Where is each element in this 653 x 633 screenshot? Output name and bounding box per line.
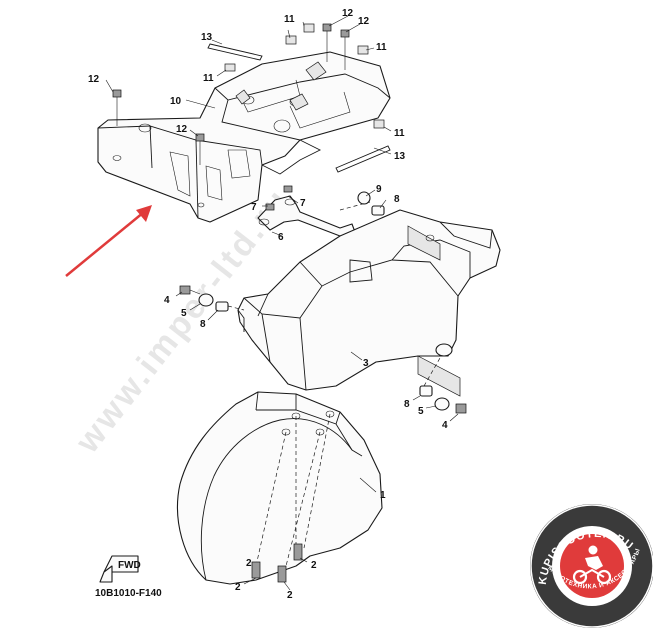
left-fasteners xyxy=(179,285,245,312)
callout-labels: 11 12 12 13 11 11 12 10 12 11 13 9 8 7 7… xyxy=(88,8,448,601)
callout-6: 6 xyxy=(278,232,284,243)
front-fender-bolts xyxy=(251,543,303,583)
right-fasteners xyxy=(419,357,467,414)
callout-3: 3 xyxy=(363,358,369,369)
callout-12: 12 xyxy=(342,8,354,19)
callout-13: 13 xyxy=(201,32,213,43)
callout-12: 12 xyxy=(358,16,370,27)
callout-11: 11 xyxy=(376,42,387,53)
callout-2: 2 xyxy=(246,558,252,569)
fwd-direction-icon: FWD xyxy=(99,555,141,583)
callout-4: 4 xyxy=(164,295,170,306)
callout-11: 11 xyxy=(203,73,214,84)
front-fender-part xyxy=(177,391,383,585)
callout-12: 12 xyxy=(88,74,100,85)
callout-2: 2 xyxy=(311,560,317,571)
leader-lines xyxy=(105,15,459,591)
rear-tray-part xyxy=(97,51,391,223)
callout-2: 2 xyxy=(235,582,241,593)
callout-5: 5 xyxy=(418,406,424,417)
callout-1: 1 xyxy=(380,490,386,501)
callout-8: 8 xyxy=(394,194,400,205)
callout-9: 9 xyxy=(376,184,382,195)
callout-2: 2 xyxy=(287,590,293,601)
callout-11: 11 xyxy=(284,14,295,25)
rear-fender-part xyxy=(237,209,501,397)
callout-13: 13 xyxy=(394,151,406,162)
callout-8: 8 xyxy=(200,319,206,330)
fwd-label: FWD xyxy=(118,560,141,571)
callout-11: 11 xyxy=(394,128,405,139)
strap-bands xyxy=(207,43,391,173)
callout-12: 12 xyxy=(176,124,188,135)
callout-7: 7 xyxy=(251,202,257,213)
callout-8: 8 xyxy=(404,399,410,410)
callout-5: 5 xyxy=(181,308,187,319)
tray-bolts xyxy=(112,23,385,165)
kupiscooter-badge: KUPISCOOTER.RU МОТОТЕХНИКА И АКСЕССУАРЫ xyxy=(530,504,653,628)
callout-7: 7 xyxy=(300,198,306,209)
callout-10: 10 xyxy=(170,96,182,107)
pointer-arrow xyxy=(65,205,152,277)
drawing-code: 10B1010-F140 xyxy=(95,588,162,599)
callout-4: 4 xyxy=(442,420,448,431)
